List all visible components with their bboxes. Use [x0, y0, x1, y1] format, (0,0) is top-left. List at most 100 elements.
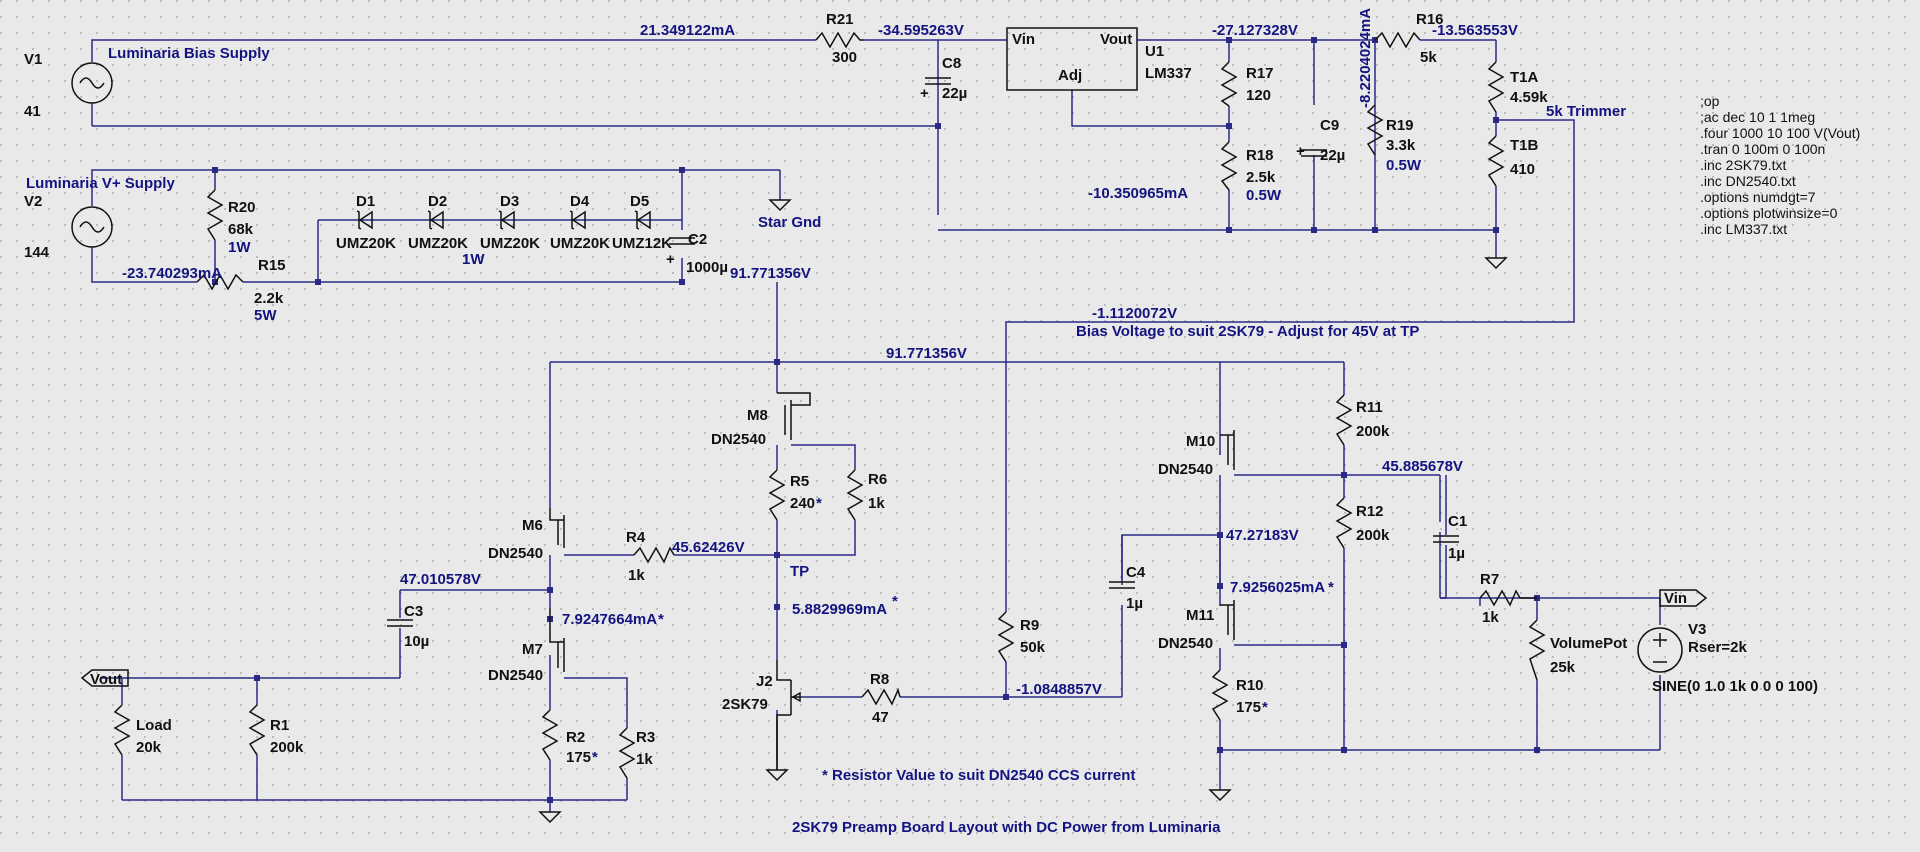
- d2-zener[interactable]: [427, 210, 444, 230]
- m11-mosfet[interactable]: [1220, 600, 1235, 640]
- r1-resistor[interactable]: [248, 704, 266, 756]
- r17-resistor[interactable]: [1220, 61, 1238, 107]
- c3-capacitor[interactable]: [387, 619, 413, 627]
- spice-directive-line: ;ac dec 10 1 1meg: [1700, 109, 1815, 125]
- v3-source[interactable]: [1637, 627, 1683, 673]
- v3-name: V3: [1688, 621, 1706, 638]
- r16-resistor[interactable]: [1374, 31, 1421, 49]
- vout-flag[interactable]: [80, 669, 129, 687]
- volpot-resistor[interactable]: [1528, 619, 1546, 681]
- vout-flag-label[interactable]: Vout: [90, 671, 122, 688]
- c3-name: C3: [404, 603, 423, 620]
- v3-rser: Rser=2k: [1688, 639, 1747, 656]
- v1-label: Luminaria Bias Supply: [108, 45, 270, 62]
- t1b-value: 410: [1510, 161, 1535, 178]
- c8-plus: +: [920, 85, 929, 102]
- r10-resistor[interactable]: [1211, 669, 1229, 721]
- spice-directive-line: .options numdgt=7: [1700, 189, 1816, 205]
- ground-symbols: [538, 199, 1508, 824]
- u1-part: LM337: [1145, 65, 1192, 82]
- r19-value: 3.3k: [1386, 137, 1416, 154]
- d3-part: UMZ20K: [480, 235, 540, 252]
- r8-resistor[interactable]: [861, 687, 901, 706]
- ground-icon: [538, 811, 562, 824]
- r19-resistor[interactable]: [1366, 104, 1384, 156]
- u1-regulator[interactable]: [1006, 27, 1138, 91]
- vin-flag[interactable]: [1659, 589, 1708, 607]
- r15-resistor[interactable]: [196, 273, 244, 291]
- j2-jfet[interactable]: [776, 660, 801, 770]
- spice-directive-line: ;op: [1700, 93, 1720, 109]
- r18-name: R18: [1246, 147, 1274, 164]
- r7-resistor[interactable]: [1479, 589, 1537, 607]
- zener-diodes: [356, 210, 651, 230]
- d5-zener[interactable]: [634, 210, 651, 230]
- v2-value: 144: [24, 244, 50, 261]
- d-rating: 1W: [462, 251, 485, 268]
- r3-resistor[interactable]: [618, 727, 636, 779]
- board-title: 2SK79 Preamp Board Layout with DC Power …: [792, 819, 1221, 836]
- m6-mosfet[interactable]: [549, 508, 565, 548]
- c2-capacitor[interactable]: [669, 237, 695, 245]
- c9-value: 22µ: [1320, 147, 1345, 164]
- r11-resistor[interactable]: [1335, 394, 1353, 446]
- bias-note: Bias Voltage to suit 2SK79 - Adjust for …: [1076, 323, 1419, 340]
- op-m10-out: 45.885678V: [1382, 458, 1463, 475]
- v2-source[interactable]: [71, 206, 113, 248]
- r21-resistor[interactable]: [815, 31, 864, 49]
- d5-name: D5: [630, 193, 649, 210]
- r3-value: 1k: [636, 751, 653, 768]
- r4-resistor[interactable]: [633, 546, 675, 564]
- r9-value: 50k: [1020, 639, 1046, 656]
- m7-mosfet[interactable]: [549, 608, 565, 672]
- c9-name: C9: [1320, 117, 1339, 134]
- m6-name: M6: [522, 517, 543, 534]
- wires: [91, 39, 1661, 812]
- r20-value: 68k: [228, 221, 254, 238]
- r20-name: R20: [228, 199, 256, 216]
- d4-zener[interactable]: [569, 210, 586, 230]
- r5-resistor[interactable]: [768, 469, 786, 521]
- d3-zener[interactable]: [498, 210, 515, 230]
- r1-name: R1: [270, 717, 289, 734]
- t1b-resistor[interactable]: [1487, 135, 1505, 187]
- r17-name: R17: [1246, 65, 1274, 82]
- spice-directive-line: .tran 0 100m 0 100n: [1700, 141, 1825, 157]
- r10-asterisk: *: [1262, 699, 1268, 716]
- r2-resistor[interactable]: [541, 709, 559, 761]
- c9-capacitor[interactable]: [1301, 149, 1327, 157]
- load-resistor[interactable]: [113, 704, 131, 756]
- c9-plus: +: [1296, 143, 1305, 160]
- t1a-resistor[interactable]: [1487, 61, 1505, 113]
- r4-value: 1k: [628, 567, 645, 584]
- load-name: Load: [136, 717, 172, 734]
- d4-name: D4: [570, 193, 590, 210]
- m6-part: DN2540: [488, 545, 543, 562]
- op-j2-gate: -1.0848857V: [1016, 681, 1102, 698]
- v2-name: V2: [24, 193, 42, 210]
- c8-capacitor[interactable]: [925, 77, 951, 85]
- r18-value: 2.5k: [1246, 169, 1276, 186]
- r6-resistor[interactable]: [846, 469, 864, 521]
- r18-resistor[interactable]: [1220, 141, 1238, 191]
- spice-directives: ;op;ac dec 10 1 1meg.four 1000 10 100 V(…: [1700, 93, 1860, 237]
- v1-source[interactable]: [71, 62, 113, 104]
- r9-resistor[interactable]: [997, 611, 1015, 663]
- m7-name: M7: [522, 641, 543, 658]
- r10-value: 175: [1236, 699, 1261, 716]
- r20-resistor[interactable]: [206, 189, 224, 241]
- r15-rating: 5W: [254, 307, 277, 324]
- r11-value: 200k: [1356, 423, 1390, 440]
- c4-capacitor[interactable]: [1109, 581, 1135, 589]
- r12-resistor[interactable]: [1335, 497, 1353, 549]
- r7-value: 1k: [1482, 609, 1499, 626]
- t1a-value: 4.59k: [1510, 89, 1548, 106]
- m10-mosfet[interactable]: [1220, 430, 1235, 470]
- op-m7-asterisk: *: [658, 611, 664, 628]
- vin-flag-label[interactable]: Vin: [1664, 590, 1687, 607]
- c1-capacitor[interactable]: [1433, 535, 1459, 543]
- m8-mosfet[interactable]: [777, 392, 811, 440]
- d1-zener[interactable]: [356, 210, 373, 230]
- c2-plus: +: [666, 251, 675, 268]
- ground-icon: [1208, 789, 1232, 802]
